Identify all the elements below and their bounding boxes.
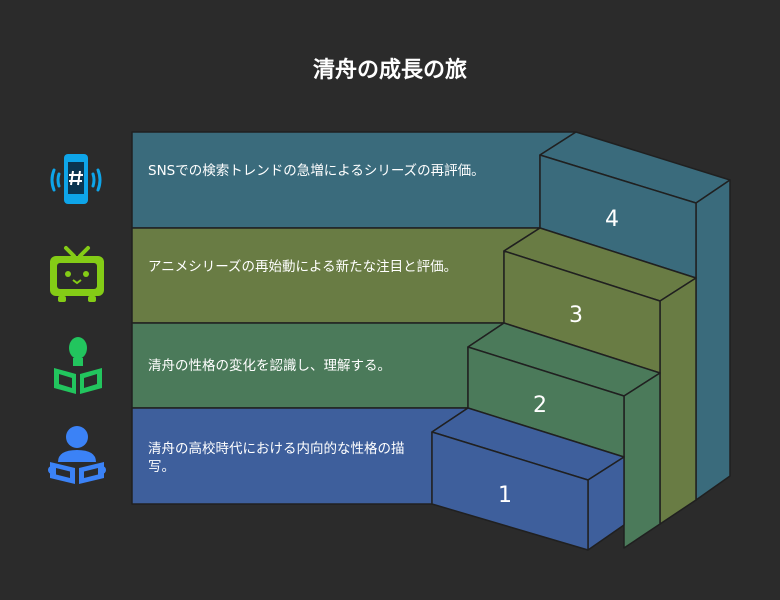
open-book-lightbulb-icon xyxy=(54,337,102,394)
step-4-text: SNSでの検索トレンドの急増によるシリーズの再評価。 xyxy=(148,163,485,179)
step-4-number: 4 xyxy=(605,207,619,232)
smartphone-hashtag-icon xyxy=(50,154,102,204)
diagram-title: 清舟の成長の旅 xyxy=(312,58,467,83)
retro-tv-icon xyxy=(50,246,104,302)
step-4-side xyxy=(695,179,731,501)
person-reading-book-icon xyxy=(48,426,106,484)
step-3-side xyxy=(659,277,697,525)
step-1-text: 清舟の高校時代における内向的な性格の描写。 xyxy=(148,441,405,475)
step-2-side xyxy=(623,372,661,549)
step-1-number: 1 xyxy=(498,483,512,508)
step-4-band xyxy=(131,131,577,229)
step-2-number: 2 xyxy=(533,393,547,418)
step-2-text: 清舟の性格の変化を認識し、理解する。 xyxy=(148,358,391,374)
step-3-number: 3 xyxy=(569,303,583,328)
step-3-text: アニメシリーズの再始動による新たな注目と評価。 xyxy=(148,259,458,275)
step-1-front xyxy=(431,431,589,551)
